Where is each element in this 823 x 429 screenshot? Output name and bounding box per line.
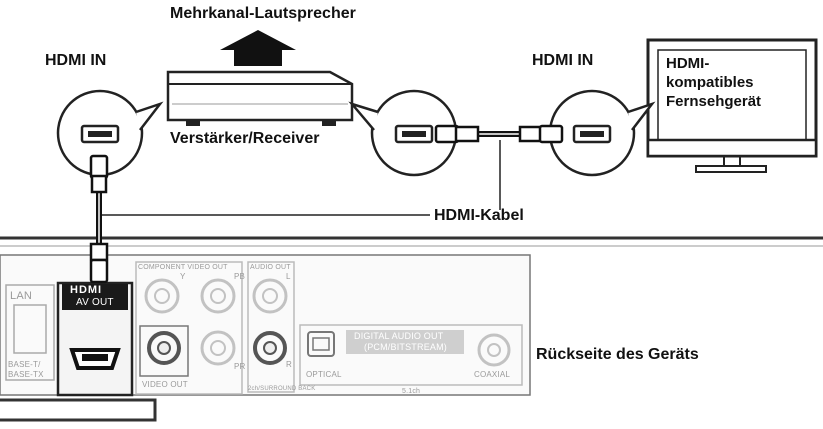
pcm-bitstream-label: (PCM/BITSTREAM) [364,342,447,352]
audio-out-label: AUDIO OUT [250,264,291,271]
pb-label: PB [234,272,246,281]
amplifier-label: Verstärker/Receiver [170,130,320,147]
player-rear-panel [0,236,823,422]
amplifier-receiver [166,70,354,126]
hdmi-in-callout-left [56,89,164,177]
optical-label: OPTICAL [306,370,342,379]
audio-r-label: R [286,360,292,369]
surround-back-label: 2ch/SURROUND BACK [248,386,316,392]
lan-label: LAN [10,290,32,302]
hdmi-in-label-right: HDMI IN [532,52,594,69]
coaxial-label: COAXIAL [474,370,511,379]
rear-of-unit-label: Rückseite des Geräts [536,346,699,363]
video-out-label: VIDEO OUT [142,380,188,389]
cable-leader-line [102,140,501,216]
pr-label: PR [234,362,246,371]
y-label: Y [180,272,186,281]
hdmi-compatible-tv [646,38,818,173]
av-out-label: AV OUT [76,297,114,308]
amp-hdmi-out-callout [348,89,458,177]
speakers-label: Mehrkanal-Lautsprecher [170,5,356,22]
digital-audio-out-label: DIGITAL AUDIO OUT [354,331,444,341]
hdmi-cable-label: HDMI-Kabel [434,207,524,224]
hdmi-cable-amp-to-tv [434,124,564,144]
base-t-label: BASE-T/ [8,360,41,369]
component-video-out-label: COMPONENT VIDEO OUT [138,264,228,271]
hdmi-in-label-left: HDMI IN [45,52,107,69]
hdmi-logo: HDMI [70,284,103,296]
tv-label: HDMI-kompatibles Fernsehgerät [666,55,762,110]
speaker-output-arrow [220,30,296,66]
hdmi-cable-player-to-amp [89,154,109,284]
base-tx-label: BASE-TX [8,370,44,379]
tv-hdmi-in-callout [548,89,656,177]
audio-l-label: L [286,272,291,281]
five-one-ch-label: 5.1ch [402,388,421,395]
